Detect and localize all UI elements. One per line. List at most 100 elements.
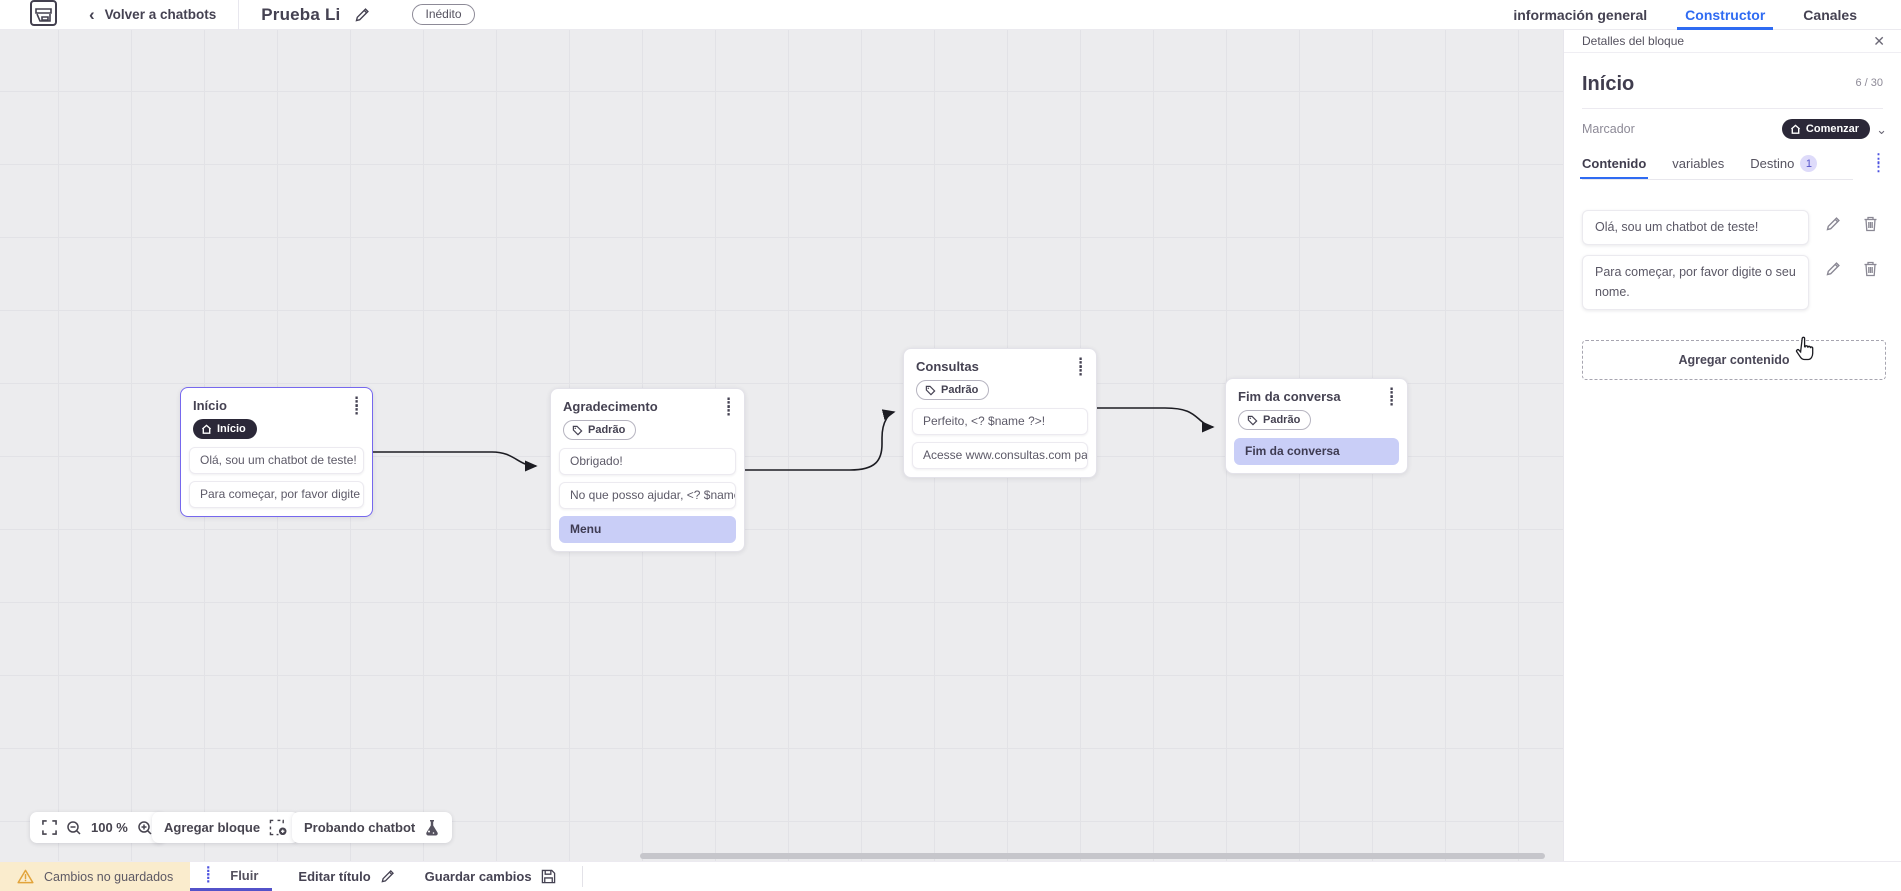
node-menu-icon[interactable]: ⋮⋮ <box>1385 385 1398 408</box>
horizontal-scrollbar[interactable] <box>640 853 1545 859</box>
top-header: ‹ Volver a chatbots Prueba Li Inédito in… <box>0 0 1901 30</box>
zoom-level: 100 % <box>91 820 128 835</box>
flow-node-fim-da-conversa[interactable]: Fim da conversa ⋮⋮ Padrão Fim da convers… <box>1225 378 1408 475</box>
node-rows: Olá, sou um chatbot de teste! Para começ… <box>181 447 372 509</box>
unsaved-changes-badge: Cambios no guardados <box>0 862 191 891</box>
node-message-row[interactable]: Olá, sou um chatbot de teste! <box>189 447 364 475</box>
tab-variables[interactable]: variables <box>1672 152 1724 179</box>
add-block-button[interactable]: Agregar bloque <box>152 812 300 843</box>
add-block-icon <box>269 819 287 836</box>
save-changes-button[interactable]: Guardar cambios <box>421 862 560 891</box>
panel-divider <box>1582 108 1883 109</box>
chevron-down-icon[interactable]: ⌄ <box>1876 121 1887 137</box>
test-chatbot-label: Probando chatbot <box>304 820 416 835</box>
chatbot-title: Prueba Li <box>261 4 341 24</box>
edge-agradecimento-consultas <box>745 409 896 471</box>
edit-title-label: Editar título <box>298 869 371 884</box>
node-message-row[interactable]: Perfeito, <? $name ?>! <box>912 408 1088 436</box>
node-badge-label: Início <box>217 423 246 436</box>
node-message-row[interactable]: Acesse www.consultas.com par... <box>912 442 1088 470</box>
header-divider <box>238 0 240 30</box>
zoom-in-button[interactable] <box>137 820 153 836</box>
fullscreen-button[interactable] <box>42 820 57 835</box>
unsaved-label: Cambios no guardados <box>44 869 174 884</box>
home-icon <box>1790 123 1800 134</box>
tab-informacion-general[interactable]: información general <box>1513 7 1648 23</box>
block-details-panel: Detalles del bloque ✕ Início 6 / 30 Marc… <box>1563 30 1901 861</box>
save-changes-label: Guardar cambios <box>424 869 532 884</box>
bottom-bar: Cambios no guardados ⋮⋮ Fluir Editar tít… <box>0 861 1901 891</box>
flow-tab-label: Fluir <box>230 867 259 883</box>
flow-tab-menu-icon[interactable]: ⋮⋮ <box>202 863 215 885</box>
node-message-row[interactable]: No que posso ajudar, <? $name ... <box>559 482 736 510</box>
content-text-box[interactable]: Para começar, por favor digite o seu nom… <box>1582 255 1809 311</box>
add-block-label: Agregar bloque <box>164 820 261 835</box>
delete-content-icon[interactable] <box>1863 261 1878 277</box>
footer-divider <box>581 866 583 887</box>
node-badge-padrao: Padrão <box>1238 410 1312 431</box>
content-row: Olá, sou um chatbot de teste! <box>1582 210 1885 246</box>
tab-canales[interactable]: Canales <box>1803 7 1857 23</box>
node-menu-icon[interactable]: ⋮⋮ <box>1074 355 1087 378</box>
tab-constructor[interactable]: Constructor <box>1677 0 1774 30</box>
top-header-left: ‹ Volver a chatbots Prueba Li Inédito <box>0 0 475 30</box>
edit-content-icon[interactable] <box>1825 261 1841 277</box>
add-content-button[interactable]: Agregar contenido <box>1582 340 1886 381</box>
node-rows: Perfeito, <? $name ?>! Acesse www.consul… <box>904 408 1096 470</box>
panel-header-title: Detalles del bloque <box>1582 34 1685 48</box>
main-tabs: información general Constructor Canales <box>1509 0 1861 30</box>
delete-content-icon[interactable] <box>1863 216 1878 232</box>
node-head: Início ⋮⋮ <box>181 388 372 419</box>
flow-node-agradecimento[interactable]: Agradecimento ⋮⋮ Padrão Obrigado! No que… <box>550 388 745 553</box>
panel-menu-icon[interactable]: ⋮⋮ <box>1872 152 1885 177</box>
node-badge-label: Padrão <box>588 424 626 437</box>
node-badge-padrao: Padrão <box>563 420 637 441</box>
warning-icon <box>17 869 34 884</box>
node-title: Fim da conversa <box>1238 389 1341 404</box>
node-action-row-fim[interactable]: Fim da conversa <box>1234 438 1399 466</box>
tab-label: Destino <box>1750 156 1795 171</box>
edit-title-button[interactable]: Editar título <box>294 862 398 891</box>
tab-label: Contenido <box>1582 156 1647 171</box>
status-badge: Inédito <box>412 4 475 25</box>
node-badge-padrao: Padrão <box>916 380 990 401</box>
marker-value-pill[interactable]: Comenzar <box>1781 119 1871 139</box>
save-icon <box>541 869 555 884</box>
panel-title-row: Início 6 / 30 <box>1564 53 1901 108</box>
marker-row: Marcador Comenzar ⌄ <box>1564 109 1901 149</box>
content-text-box[interactable]: Olá, sou um chatbot de teste! <box>1582 210 1809 246</box>
node-title: Agradecimento <box>563 399 658 414</box>
close-icon[interactable]: ✕ <box>1873 32 1885 49</box>
flask-icon <box>426 820 438 836</box>
node-head: Consultas ⋮⋮ <box>904 349 1096 380</box>
flow-node-inicio[interactable]: Início ⋮⋮ Início Olá, sou um chatbot de … <box>180 387 373 518</box>
node-badge-label: Padrão <box>941 384 979 397</box>
test-chatbot-button[interactable]: Probando chatbot <box>292 812 453 843</box>
destino-count-badge: 1 <box>1800 155 1818 172</box>
tab-destino[interactable]: Destino 1 <box>1750 151 1818 180</box>
node-head: Agradecimento ⋮⋮ <box>551 389 744 420</box>
pencil-icon <box>381 870 394 883</box>
zoom-out-button[interactable] <box>66 820 82 836</box>
edit-title-icon[interactable] <box>354 7 370 23</box>
node-menu-icon[interactable]: ⋮⋮ <box>722 395 735 418</box>
flow-node-consultas[interactable]: Consultas ⋮⋮ Padrão Perfeito, <? $name ?… <box>903 348 1097 479</box>
flow-tab-fluir[interactable]: ⋮⋮ Fluir <box>190 862 273 891</box>
node-menu-icon[interactable]: ⋮⋮ <box>350 394 363 417</box>
node-message-row[interactable]: Obrigado! <box>559 448 736 476</box>
tag-icon <box>572 425 583 436</box>
block-title: Início <box>1582 73 1635 95</box>
flow-canvas[interactable]: Início ⋮⋮ Início Olá, sou um chatbot de … <box>0 30 1563 861</box>
tab-contenido[interactable]: Contenido <box>1579 152 1649 179</box>
node-action-row-menu[interactable]: Menu <box>559 516 736 544</box>
tag-icon <box>1247 415 1258 426</box>
marker-label: Marcador <box>1582 122 1635 136</box>
node-message-row[interactable]: Para começar, por favor digite o ... <box>189 481 364 509</box>
home-icon <box>201 424 212 434</box>
edit-content-icon[interactable] <box>1825 216 1841 232</box>
tab-label: variables <box>1672 156 1725 171</box>
node-head: Fim da conversa ⋮⋮ <box>1226 379 1407 410</box>
back-to-chatbots-button[interactable]: ‹ Volver a chatbots <box>89 6 216 23</box>
edge-consultas-fim <box>1097 407 1215 433</box>
